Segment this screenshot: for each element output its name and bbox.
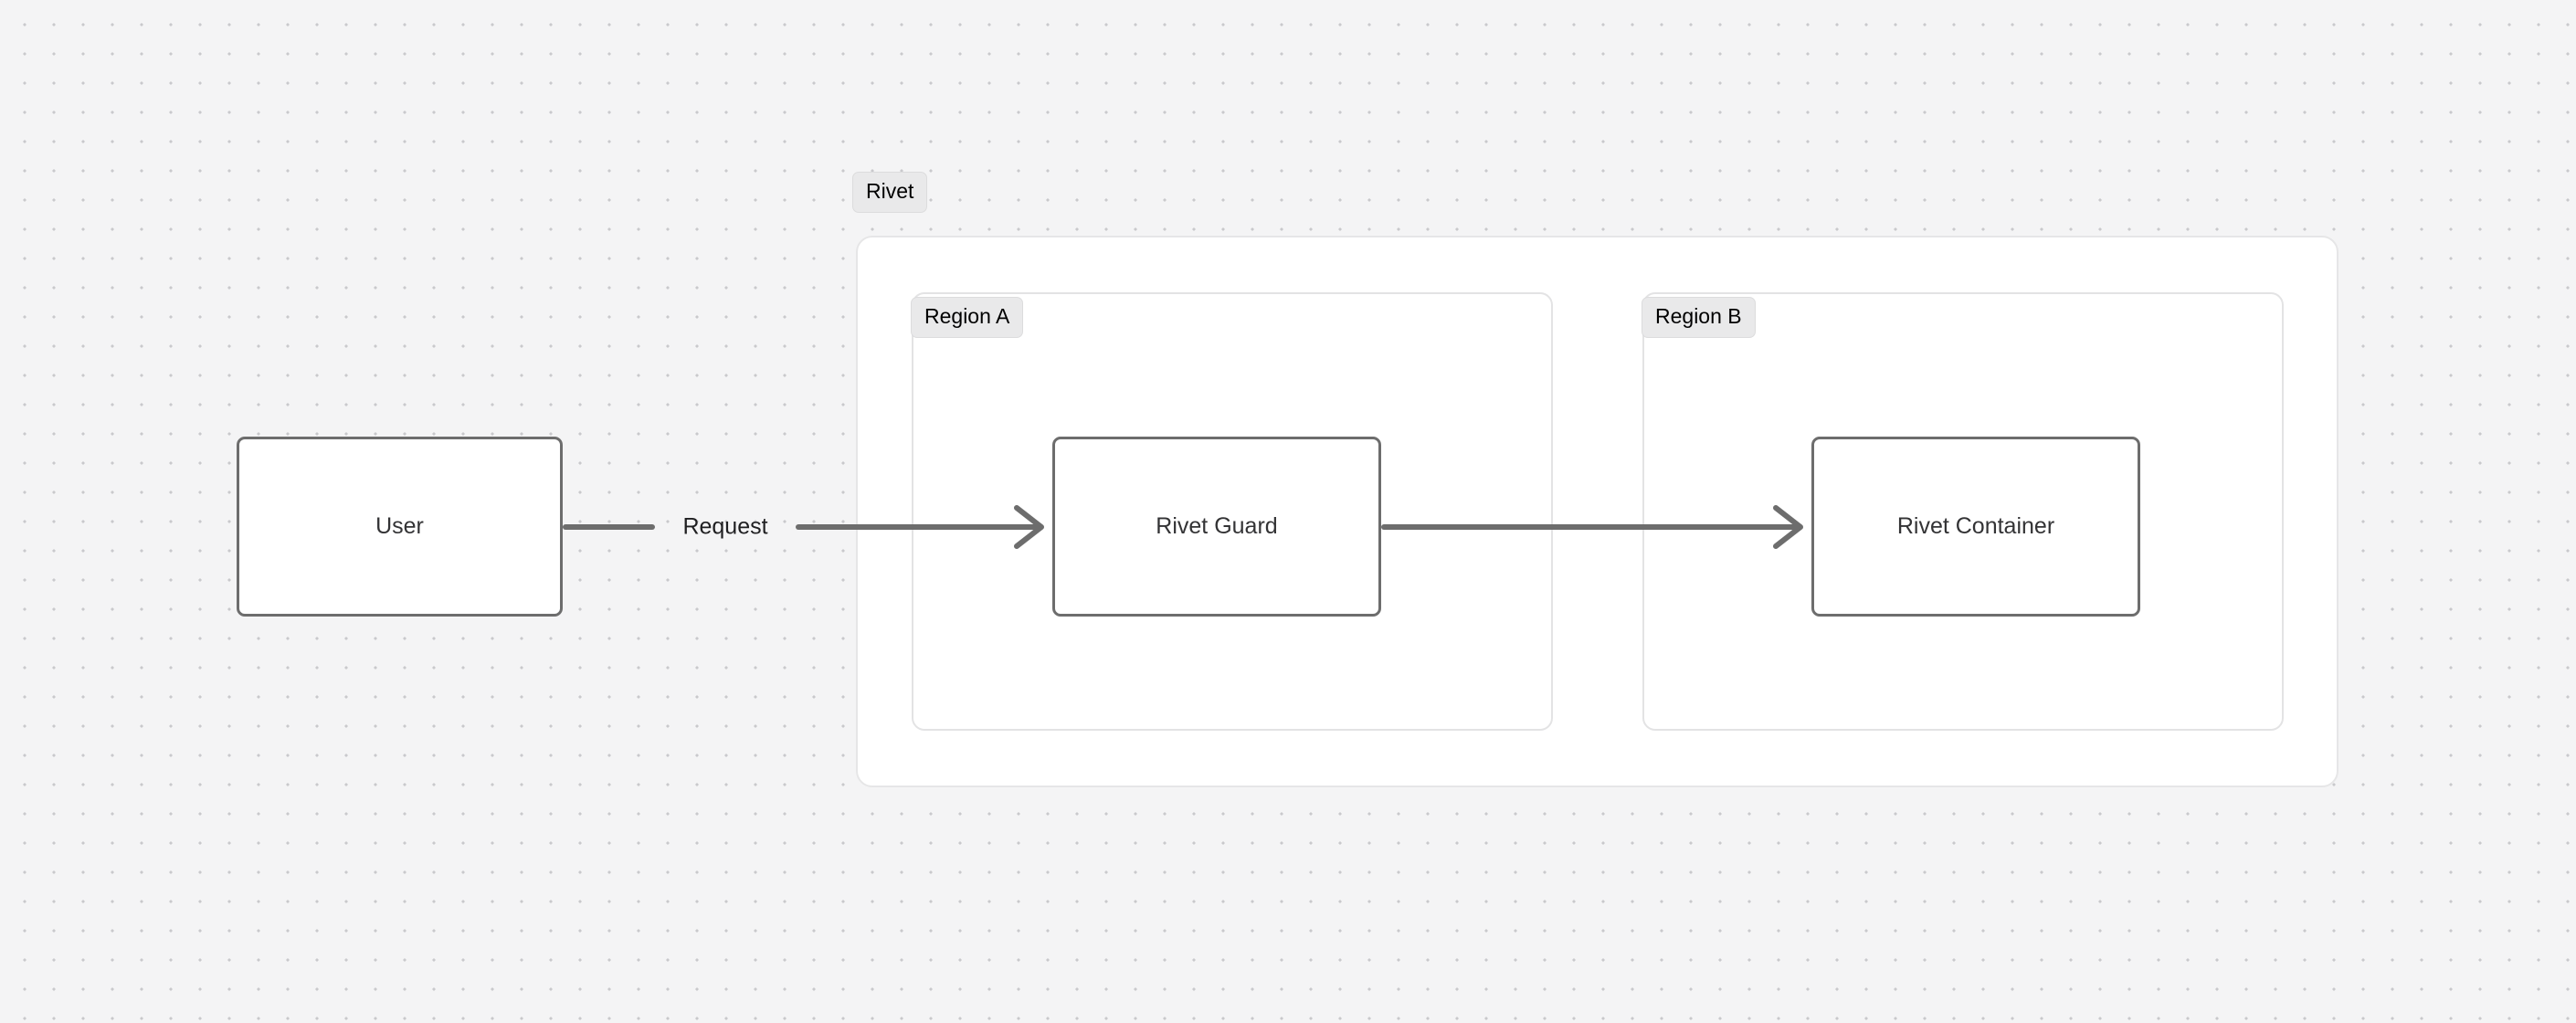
- group-label-rivet[interactable]: Rivet: [852, 172, 928, 213]
- group-label-region-a[interactable]: Region A: [911, 297, 1024, 338]
- node-rivet-container[interactable]: Rivet Container: [1811, 437, 2140, 617]
- node-rivet-guard[interactable]: Rivet Guard: [1052, 437, 1381, 617]
- node-user[interactable]: User: [237, 437, 563, 617]
- group-label-region-b[interactable]: Region B: [1642, 297, 1756, 338]
- edge-label-request: Request: [682, 513, 768, 540]
